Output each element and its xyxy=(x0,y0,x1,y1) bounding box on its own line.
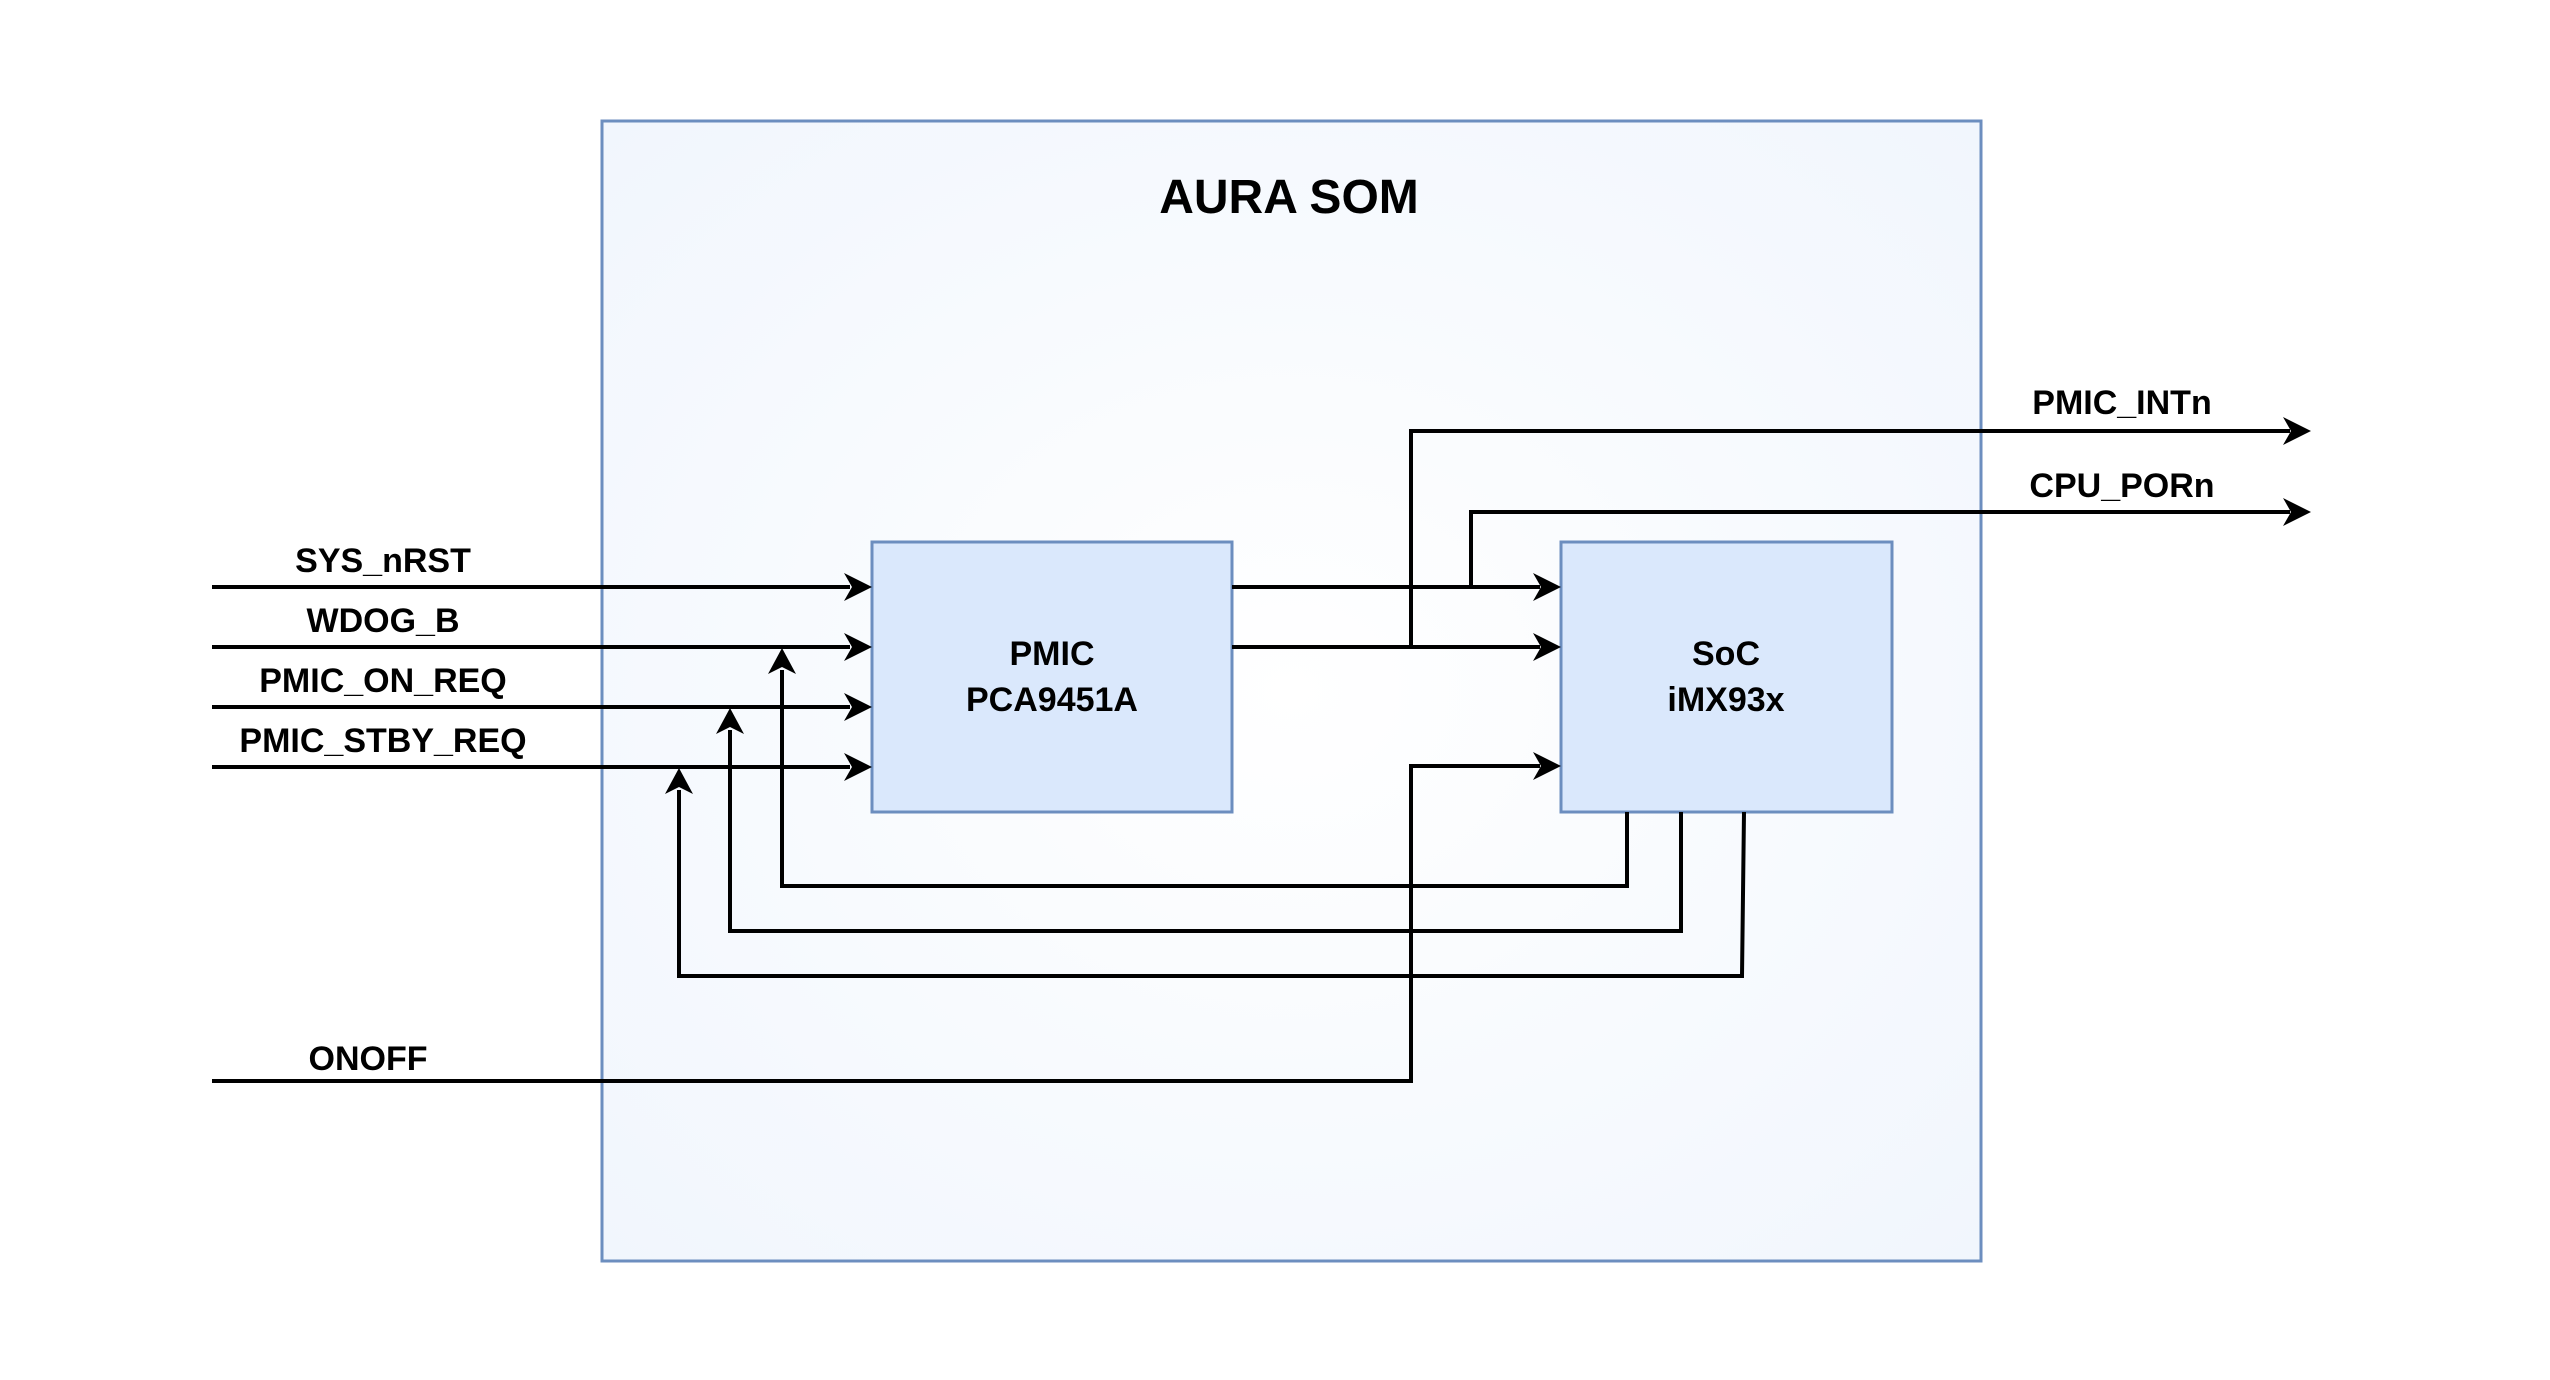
arrow-right-icon xyxy=(844,693,872,721)
signal-label-cpu-porn: CPU_PORn xyxy=(2029,467,2214,505)
link-pmic-to-soc-upper[interactable] xyxy=(1232,573,1561,601)
arrow-right-icon xyxy=(844,573,872,601)
soc-block-name: SoC xyxy=(1692,635,1760,673)
link-pmic-to-soc-lower[interactable] xyxy=(1232,633,1561,661)
soc-block[interactable]: SoC iMX93x xyxy=(1559,540,1894,814)
wire-feedback-pmic-on-req[interactable] xyxy=(728,730,1683,933)
signal-label-pmic-stby-req: PMIC_STBY_REQ xyxy=(239,722,526,760)
wire-pmic-intn[interactable] xyxy=(1409,429,2290,647)
soc-block-part: iMX93x xyxy=(1667,681,1784,719)
signal-wdog-b[interactable]: WDOG_B xyxy=(212,602,872,661)
arrow-up-icon xyxy=(665,768,693,794)
signal-label-pmic-intn: PMIC_INTn xyxy=(2032,384,2211,422)
arrow-up-icon xyxy=(716,708,744,734)
wire-feedback-wdog-b[interactable] xyxy=(780,670,1629,888)
arrow-up-icon xyxy=(768,648,796,674)
feedback-soc-to-wdog-b[interactable] xyxy=(768,648,1629,888)
pmic-block-part: PCA9451A xyxy=(966,681,1138,719)
arrow-right-icon xyxy=(1533,633,1561,661)
signal-sys-nrst[interactable]: SYS_nRST xyxy=(212,542,872,601)
arrow-right-icon xyxy=(2283,417,2311,445)
arrow-right-icon xyxy=(844,753,872,781)
pmic-block-name: PMIC xyxy=(1010,635,1095,673)
feedback-soc-to-pmic-stby-req[interactable] xyxy=(665,768,1746,978)
soc-block-frame[interactable] xyxy=(1559,540,1894,814)
signal-cpu-porn[interactable]: CPU_PORn xyxy=(1469,467,2311,587)
arrow-right-icon xyxy=(1533,573,1561,601)
arrow-right-icon xyxy=(844,633,872,661)
signal-label-wdog-b: WDOG_B xyxy=(307,602,460,640)
signal-label-pmic-on-req: PMIC_ON_REQ xyxy=(259,662,507,700)
signal-onoff[interactable]: ONOFF xyxy=(212,752,1561,1083)
pmic-block[interactable]: PMIC PCA9451A xyxy=(870,540,1234,814)
feedback-soc-to-pmic-on-req[interactable] xyxy=(716,708,1683,933)
wire-cpu-porn[interactable] xyxy=(1469,510,2290,587)
pmic-block-frame[interactable] xyxy=(870,540,1234,814)
signal-pmic-stby-req[interactable]: PMIC_STBY_REQ xyxy=(212,722,872,781)
som-title: AURA SOM xyxy=(1159,171,1419,224)
wire-feedback-pmic-stby-req[interactable] xyxy=(677,790,1746,978)
signal-pmic-intn[interactable]: PMIC_INTn xyxy=(1409,384,2311,647)
signal-pmic-on-req[interactable]: PMIC_ON_REQ xyxy=(212,662,872,721)
arrow-right-icon xyxy=(1533,752,1561,780)
wire-onoff[interactable] xyxy=(212,764,1540,1083)
arrow-right-icon xyxy=(2283,498,2311,526)
signal-label-onoff: ONOFF xyxy=(309,1040,428,1078)
signal-label-sys-nrst: SYS_nRST xyxy=(295,542,471,580)
